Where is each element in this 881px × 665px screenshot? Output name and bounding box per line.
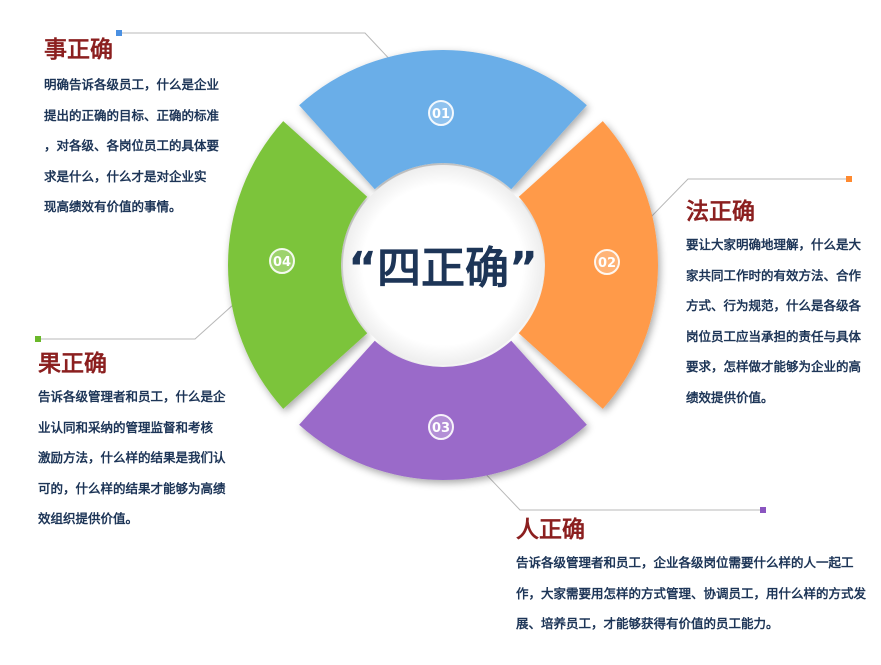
- body-line: 展、培养员工，才能够获得有价值的员工能力。: [516, 616, 779, 631]
- body-line: 可的，什么样的结果才能够为高绩: [38, 480, 226, 496]
- badge-number: 03: [432, 421, 450, 436]
- section-body-ren: 告诉各级管理者和员工，企业各级岗位需要什么样的人一起工 作，大家需要用怎样的方式…: [516, 548, 876, 640]
- body-line: 告诉各级管理者和员工，什么是企: [38, 389, 226, 404]
- body-line: 家共同工作时的有效方法、合作: [686, 267, 862, 283]
- body-line: 业认同和采纳的管理监督和考核: [38, 419, 214, 435]
- section-body-guo: 告诉各级管理者和员工，什么是企 业认同和采纳的管理监督和考核 激励方法，什么样的…: [38, 382, 243, 535]
- number-badge-03: 03: [428, 414, 454, 440]
- section-title-guo: 果正确: [38, 351, 107, 377]
- number-badge-04: 04: [269, 248, 295, 274]
- center-title: “四正确”: [348, 243, 538, 294]
- body-line: 现高绩效有价值的事情。: [44, 199, 182, 214]
- section-body-fa: 要让大家明确地理解，什么是大 家共同工作时的有效方法、合作 方式、行为规范，什么…: [686, 230, 876, 413]
- body-line: ，对各级、各岗位员工的具体要: [44, 138, 220, 153]
- badge-number: 02: [598, 256, 616, 271]
- ring-segment-02: [518, 121, 658, 409]
- center-circle: [343, 165, 543, 365]
- badge-number: 01: [432, 107, 450, 122]
- marker-04: [35, 336, 41, 342]
- body-line: 提出的正确的目标、正确的标准: [44, 107, 220, 123]
- body-line: 告诉各级管理者和员工，企业各级岗位需要什么样的人一起工: [516, 555, 854, 570]
- marker-02: [846, 176, 852, 182]
- section-title-fa: 法正确: [686, 199, 755, 225]
- marker-01: [116, 30, 122, 36]
- body-line: 要求，怎样做才能够为企业的高: [686, 359, 862, 374]
- body-line: 效组织提供价值。: [38, 511, 139, 526]
- body-line: 作，大家需要用怎样的方式管理、协调员工，用什么样的方式发: [516, 585, 867, 601]
- body-line: 要让大家明确地理解，什么是大: [686, 237, 862, 252]
- body-line: 岗位员工应当承担的责任与具体: [686, 328, 862, 344]
- section-title-shi: 事正确: [44, 37, 113, 63]
- body-line: 绩效提供价值。: [686, 389, 774, 405]
- badge-number: 04: [273, 255, 291, 270]
- section-title-ren: 人正确: [516, 517, 585, 543]
- marker-03: [760, 507, 766, 513]
- number-badge-02: 02: [594, 249, 620, 275]
- body-line: 求是什么，什么才是对企业实: [44, 168, 207, 184]
- ring-segment-03: [299, 340, 587, 480]
- ring-segment-04: [228, 121, 368, 409]
- body-line: 明确告诉各级员工，什么是企业: [44, 77, 220, 92]
- body-line: 方式、行为规范，什么是各级各: [686, 298, 862, 313]
- body-line: 激励方法，什么样的结果是我们认: [38, 450, 226, 465]
- ring-segment-01: [299, 49, 587, 190]
- section-body-shi: 明确告诉各级员工，什么是企业 提出的正确的目标、正确的标准 ，对各级、各岗位员工…: [44, 70, 244, 223]
- number-badge-01: 01: [428, 100, 454, 126]
